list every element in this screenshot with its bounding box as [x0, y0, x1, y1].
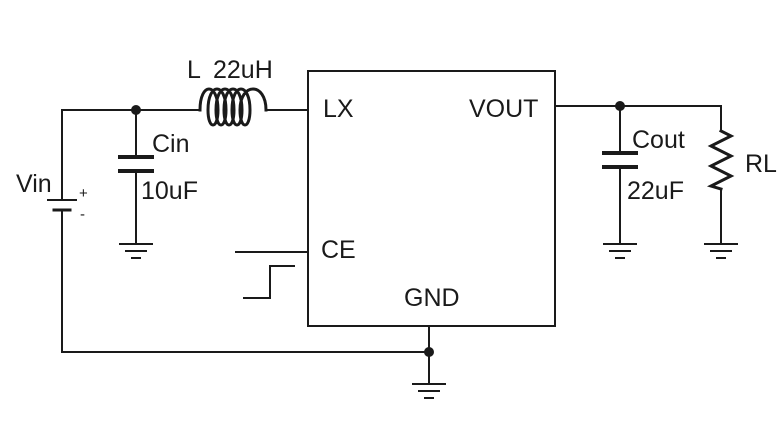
- load-resistor-symbol: [706, 128, 735, 191]
- vin-minus-sign: -: [80, 206, 85, 223]
- output-wiring: [554, 105, 722, 245]
- ground-junction-dot: [424, 347, 434, 357]
- ce-enable-step-waveform: [243, 265, 295, 299]
- inductor-name-label: L: [187, 56, 201, 84]
- cin-ground-symbol: [119, 243, 153, 259]
- cout-capacitor-symbol: [602, 151, 638, 169]
- input-wiring: [61, 109, 309, 245]
- cin-capacitor-symbol: [118, 155, 154, 173]
- vin-battery-symbol: [47, 199, 77, 353]
- cout-ground-symbol: [603, 243, 637, 259]
- inductor-symbol: [198, 87, 268, 127]
- pin-lx-label: LX: [323, 95, 354, 123]
- vin-plus-sign: +: [79, 185, 88, 202]
- cout-value-label: 22uF: [627, 177, 684, 205]
- output-junction-dot: [615, 101, 625, 111]
- pin-vout-label: VOUT: [469, 95, 538, 123]
- vin-label: Vin: [16, 170, 52, 198]
- ce-input-wiring: [235, 251, 309, 299]
- load-resistor-label: RL: [745, 150, 777, 178]
- cin-name-label: Cin: [152, 130, 190, 158]
- ground-return-wiring: [61, 325, 430, 385]
- pin-ce-label: CE: [321, 236, 356, 264]
- rl-ground-symbol: [704, 243, 738, 259]
- input-junction-dot: [131, 105, 141, 115]
- main-ground-symbol: [412, 383, 446, 399]
- pin-gnd-label: GND: [404, 284, 460, 312]
- cout-name-label: Cout: [632, 126, 685, 154]
- cin-value-label: 10uF: [141, 177, 198, 205]
- inductor-value-label: 22uH: [213, 56, 273, 84]
- ic-body: [307, 70, 556, 327]
